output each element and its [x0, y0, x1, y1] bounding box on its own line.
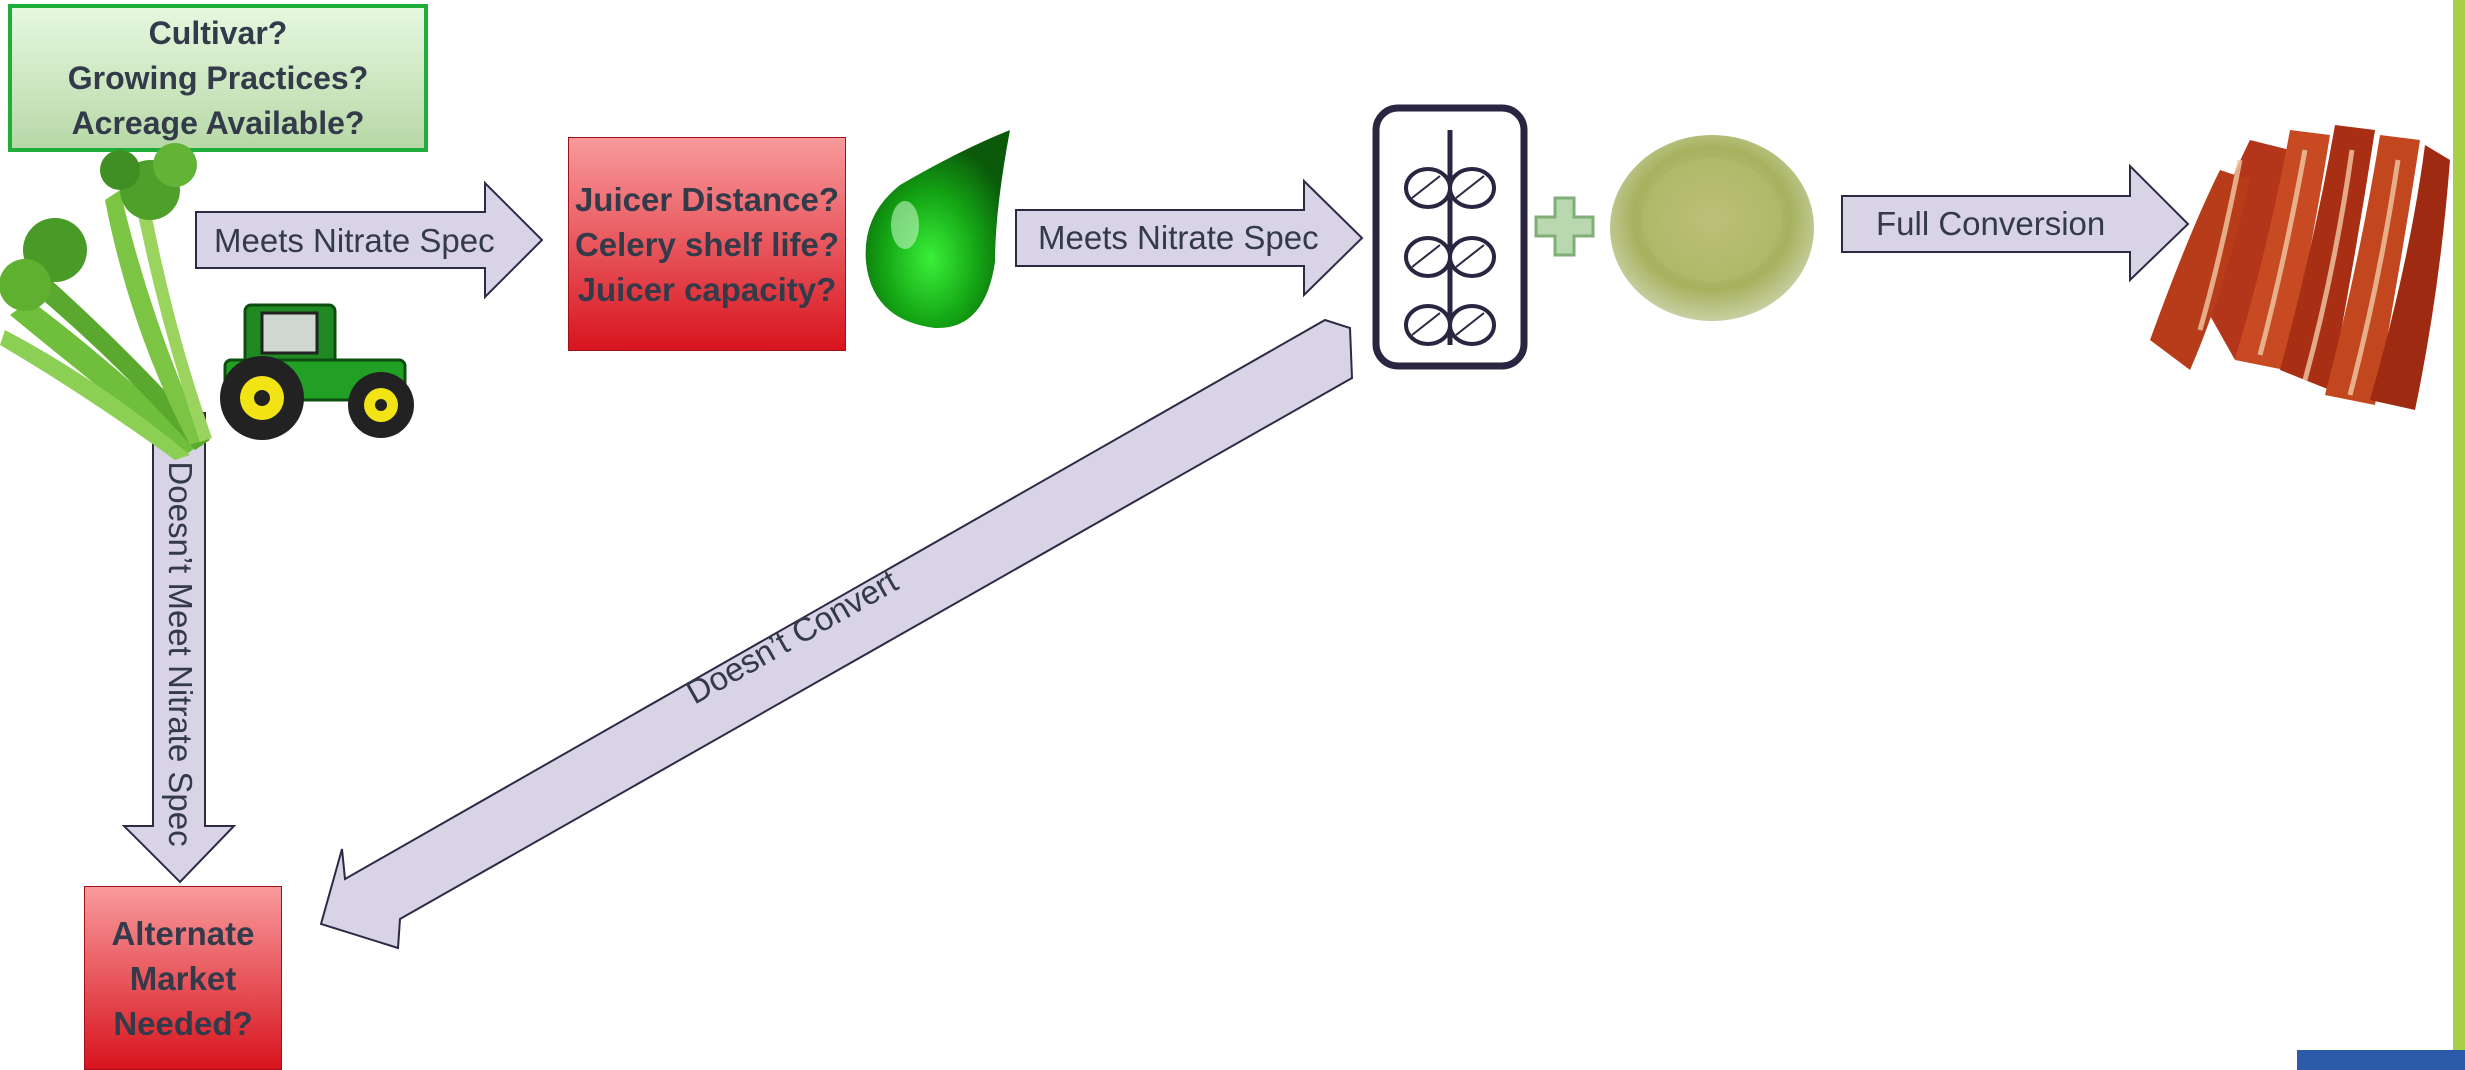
celery-icon [0, 143, 212, 460]
celery-powder-icon [1610, 135, 1814, 321]
juicer-line-3: Juicer capacity? [577, 270, 837, 308]
label-juice-to-fermentation: Meets Nitrate Spec [1038, 219, 1319, 256]
source-line-1: Cultivar? [148, 14, 288, 51]
alternate-market-box: Alternate Market Needed? [84, 886, 282, 1070]
arrow-celery-to-alternate [121, 412, 237, 884]
accent-bar [2453, 0, 2465, 1070]
green-droplet-icon [865, 130, 1010, 329]
arrow-powder-to-bacon [1841, 163, 2190, 283]
bacon-icon [2150, 125, 2450, 410]
label-powder-to-bacon: Full Conversion [1876, 205, 2106, 242]
alternate-line-3: Needed? [113, 1004, 253, 1042]
juicer-questions-box: Juicer Distance? Celery shelf life? Juic… [568, 137, 846, 351]
tractor-icon [220, 303, 414, 440]
bacteria-culture-icon [1372, 104, 1528, 370]
source-line-2: Growing Practices? [67, 59, 369, 96]
plus-icon [1534, 196, 1595, 257]
juicer-line-1: Juicer Distance? [574, 180, 840, 218]
arrow-fermentation-to-alternate [319, 318, 1354, 950]
label-celery-to-alternate: Doesn’t Meet Nitrate Spec [162, 461, 199, 847]
arrow-celery-to-juicer [195, 180, 544, 300]
label-celery-to-juicer: Meets Nitrate Spec [214, 222, 495, 259]
alternate-line-2: Market [129, 959, 237, 997]
source-questions-box: Cultivar? Growing Practices? Acreage Ava… [8, 4, 428, 152]
juicer-line-2: Celery shelf life? [574, 225, 840, 263]
alternate-line-1: Alternate [111, 914, 255, 952]
logo-bar [2297, 1050, 2465, 1070]
arrow-juice-to-fermentation [1015, 178, 1364, 298]
source-line-3: Acreage Available? [71, 104, 365, 141]
